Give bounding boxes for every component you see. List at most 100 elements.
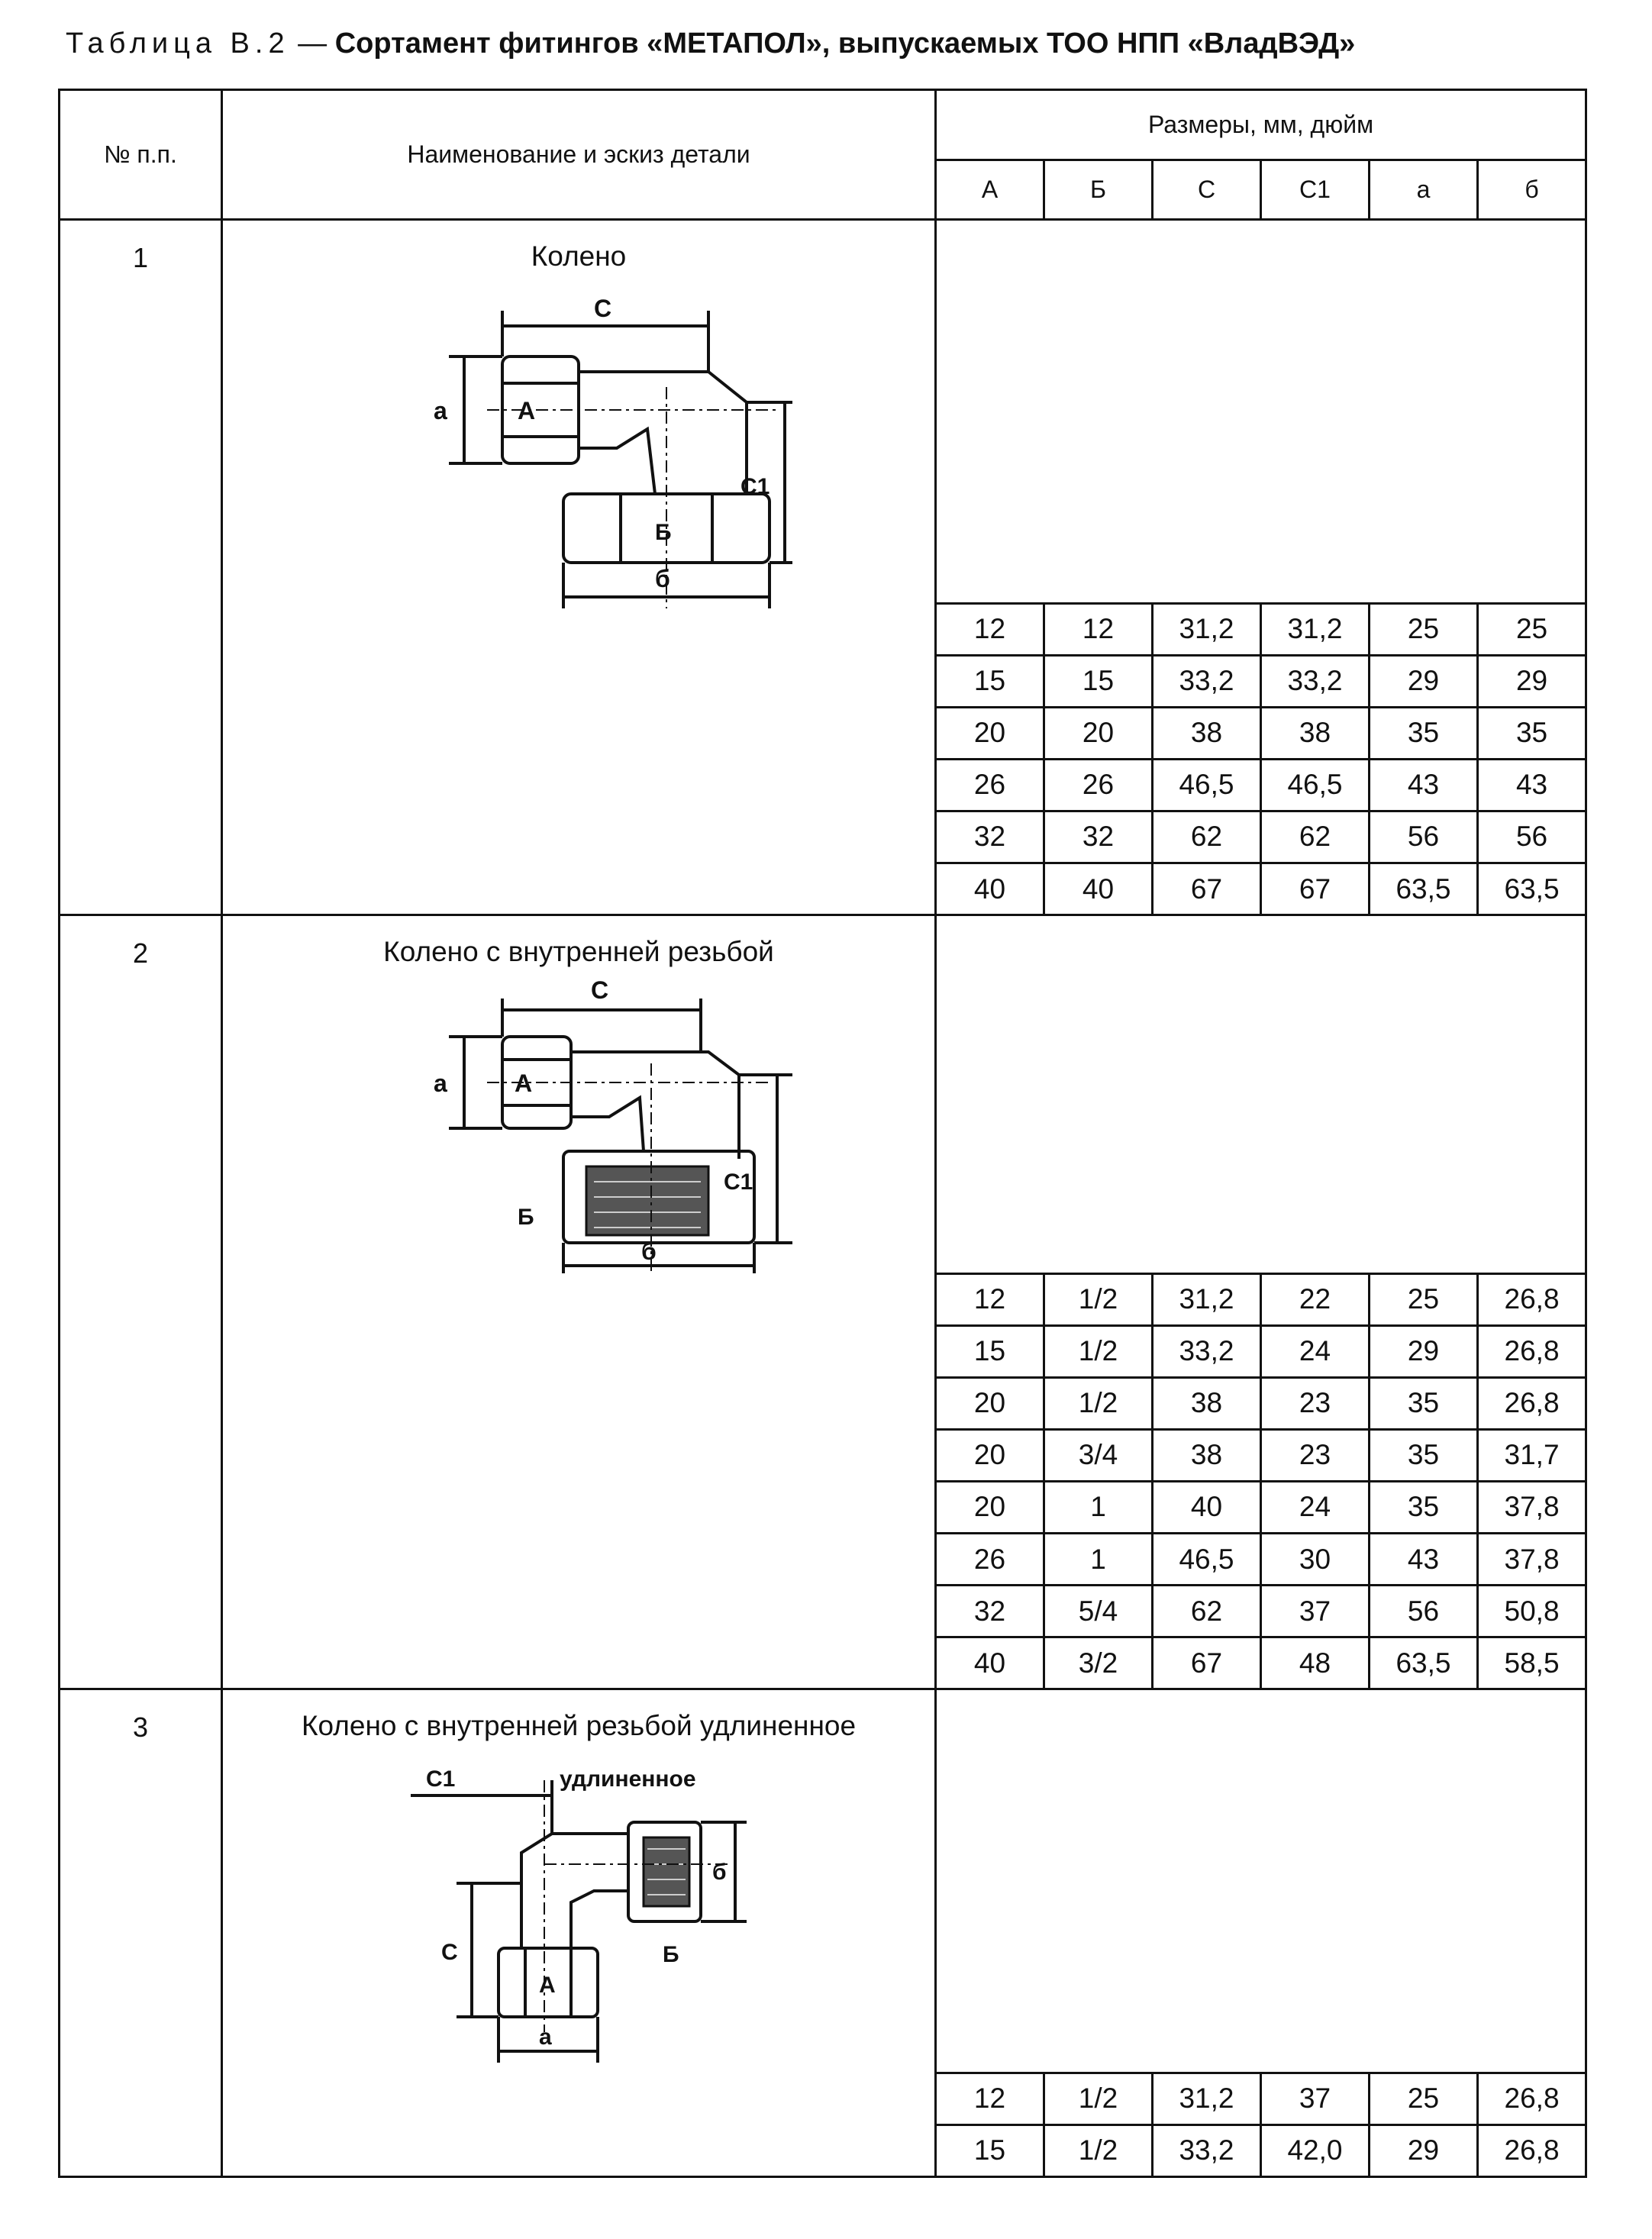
cell: 43 bbox=[1368, 757, 1479, 812]
cell: 26,8 bbox=[1476, 1272, 1588, 1327]
cell: 42,0 bbox=[1260, 2123, 1370, 2179]
table-row: 15 15 33,2 33,2 29 29 bbox=[60, 653, 1588, 708]
cell: 15 bbox=[934, 2123, 1045, 2179]
cell: 1/2 bbox=[1043, 2123, 1153, 2179]
cell: 12 bbox=[934, 1272, 1045, 1327]
section-2-name: Колено с внутренней резьбой bbox=[383, 936, 774, 968]
cell: 1 bbox=[1043, 1531, 1153, 1587]
caption-title: Сортамент фитингов «МЕТАПОЛ», выпускаемы… bbox=[334, 27, 1356, 60]
cell: 26 bbox=[934, 1531, 1045, 1587]
caption-dash: — bbox=[289, 27, 335, 60]
cell: 25 bbox=[1476, 602, 1588, 657]
cell: 29 bbox=[1368, 1324, 1479, 1379]
cell: 24 bbox=[1260, 1479, 1370, 1534]
sketch-label-extended: удлиненное bbox=[560, 1766, 696, 1792]
cell: 5/4 bbox=[1043, 1584, 1153, 1639]
sketch-label-c1: С1 bbox=[724, 1170, 753, 1195]
cell: 12 bbox=[934, 602, 1045, 657]
cell: 40 bbox=[1151, 1479, 1262, 1534]
sketch-label-A: А bbox=[539, 1973, 556, 1998]
cell: 32 bbox=[934, 809, 1045, 864]
table-row: 15 1/2 33,2 42,0 29 26,8 bbox=[60, 2123, 1588, 2179]
header-col-b: б bbox=[1476, 159, 1588, 221]
cell: 3/2 bbox=[1043, 1636, 1153, 1691]
table-row: 26 26 46,5 46,5 43 43 bbox=[60, 757, 1588, 812]
table-row: 12 12 31,2 31,2 25 25 bbox=[60, 602, 1588, 657]
cell: 20 bbox=[934, 1479, 1045, 1534]
elbow-internal-thread-extended-sketch: С1 удлиненное С А а Б б bbox=[411, 1766, 747, 2063]
cell: 12 bbox=[1043, 602, 1153, 657]
cell: 26 bbox=[934, 757, 1045, 812]
cell: 26,8 bbox=[1476, 1376, 1588, 1431]
sketch-label-a: а bbox=[434, 397, 447, 424]
cell: 67 bbox=[1151, 1636, 1262, 1691]
header-col-C1: С1 bbox=[1260, 159, 1370, 221]
cell: 35 bbox=[1368, 705, 1479, 760]
cell: 20 bbox=[934, 1428, 1045, 1482]
cell: 40 bbox=[1043, 861, 1153, 917]
section-2-num: 2 bbox=[58, 914, 223, 1691]
sketch-label-b: б bbox=[641, 1237, 657, 1265]
cell: 37 bbox=[1260, 2071, 1370, 2126]
cell: 37,8 bbox=[1476, 1479, 1588, 1534]
cell: 1/2 bbox=[1043, 1324, 1153, 1379]
caption-label: Таблица В.2 bbox=[66, 27, 290, 60]
sketch-label-B: Б bbox=[518, 1205, 534, 1230]
cell: 26,8 bbox=[1476, 2071, 1588, 2126]
table-row: 32 5/4 62 37 56 50,8 bbox=[60, 1584, 1588, 1639]
cell: 24 bbox=[1260, 1324, 1370, 1379]
table-row: 15 1/2 33,2 24 29 26,8 bbox=[60, 1324, 1588, 1379]
header-col-C: С bbox=[1151, 159, 1262, 221]
section-3-num: 3 bbox=[58, 1688, 223, 2178]
cell: 35 bbox=[1368, 1479, 1479, 1534]
cell: 35 bbox=[1368, 1428, 1479, 1482]
sketch-label-b: б bbox=[655, 565, 670, 592]
cell: 15 bbox=[934, 1324, 1045, 1379]
sketch-label-a: а bbox=[539, 2024, 552, 2050]
cell: 56 bbox=[1368, 1584, 1479, 1639]
cell: 29 bbox=[1476, 653, 1588, 708]
cell: 1/2 bbox=[1043, 1376, 1153, 1431]
cell: 29 bbox=[1368, 2123, 1479, 2179]
sketch-label-B: Б bbox=[655, 520, 672, 545]
cell: 33,2 bbox=[1151, 1324, 1262, 1379]
cell: 23 bbox=[1260, 1376, 1370, 1431]
cell: 1/2 bbox=[1043, 1272, 1153, 1327]
sketch-label-c1: С1 bbox=[426, 1766, 455, 1792]
cell: 46,5 bbox=[1260, 757, 1370, 812]
cell: 38 bbox=[1260, 705, 1370, 760]
cell: 33,2 bbox=[1151, 653, 1262, 708]
table-row: 40 40 67 67 63,5 63,5 bbox=[60, 861, 1588, 917]
cell: 31,2 bbox=[1151, 602, 1262, 657]
cell: 37,8 bbox=[1476, 1531, 1588, 1587]
cell: 38 bbox=[1151, 1428, 1262, 1482]
cell: 35 bbox=[1476, 705, 1588, 760]
sketch-label-c: С bbox=[591, 976, 608, 1004]
cell: 35 bbox=[1368, 1376, 1479, 1431]
cell: 46,5 bbox=[1151, 757, 1262, 812]
table-row: 20 3/4 38 23 35 31,7 bbox=[60, 1428, 1588, 1482]
sketch-label-c: С bbox=[594, 295, 611, 322]
cell: 62 bbox=[1151, 809, 1262, 864]
cell: 23 bbox=[1260, 1428, 1370, 1482]
table-caption: Таблица В.2 — Сортамент фитингов «МЕТАПО… bbox=[66, 27, 1355, 60]
section-2-blank-area bbox=[934, 914, 1588, 1274]
cell: 67 bbox=[1151, 861, 1262, 917]
cell: 32 bbox=[934, 1584, 1045, 1639]
cell: 26,8 bbox=[1476, 1324, 1588, 1379]
cell: 58,5 bbox=[1476, 1636, 1588, 1691]
table-row: 26 1 46,5 30 43 37,8 bbox=[60, 1531, 1588, 1587]
cell: 12 bbox=[934, 2071, 1045, 2126]
cell: 43 bbox=[1476, 757, 1588, 812]
fittings-table: № п.п. Наименование и эскиз детали Разме… bbox=[58, 89, 1588, 2179]
cell: 20 bbox=[934, 1376, 1045, 1431]
cell: 32 bbox=[1043, 809, 1153, 864]
cell: 46,5 bbox=[1151, 1531, 1262, 1587]
sketch-label-A: А bbox=[515, 1069, 532, 1097]
cell: 43 bbox=[1368, 1531, 1479, 1587]
cell: 31,2 bbox=[1151, 2071, 1262, 2126]
cell: 15 bbox=[934, 653, 1045, 708]
cell: 37 bbox=[1260, 1584, 1370, 1639]
cell: 25 bbox=[1368, 2071, 1479, 2126]
table-row: 20 20 38 38 35 35 bbox=[60, 705, 1588, 760]
